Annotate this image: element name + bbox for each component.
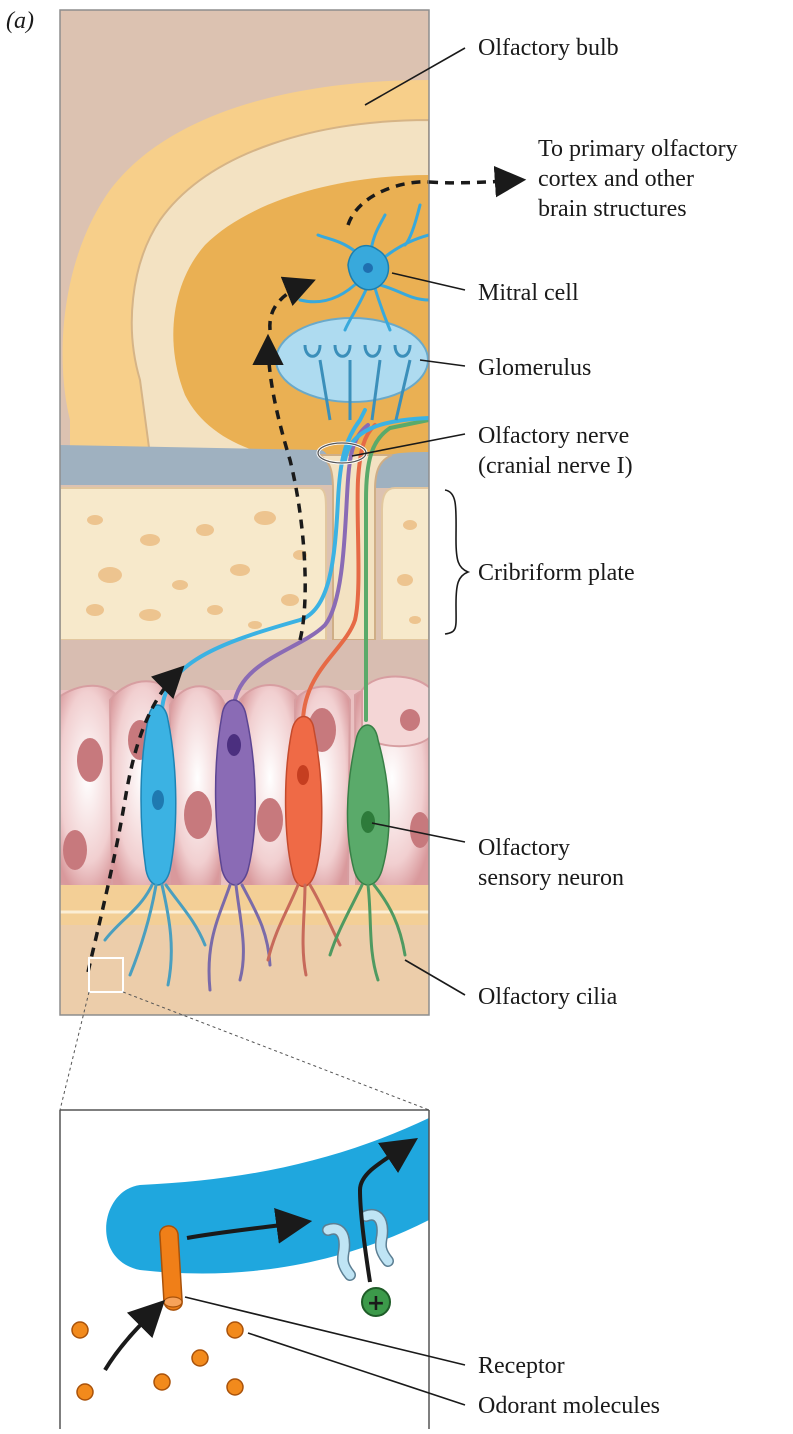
receptor-protein (160, 1226, 182, 1310)
label-odorant-molecules: Odorant molecules (478, 1393, 660, 1419)
label-sensory-neuron-line-2: sensory neuron (478, 865, 624, 891)
label-to-cortex-line-2: cortex and other (538, 166, 694, 192)
label-olfactory-nerve-line-1: Olfactory nerve (478, 423, 629, 449)
to-cortex-arrow (429, 180, 520, 183)
label-to-cortex-line-3: brain structures (538, 196, 687, 222)
label-receptor: Receptor (478, 1353, 565, 1379)
label-glomerulus: Glomerulus (478, 355, 591, 381)
label-to-cortex-line-1: To primary olfactory (538, 136, 738, 162)
label-olfactory-bulb: Olfactory bulb (478, 35, 619, 61)
inset-panel: + (60, 1110, 429, 1429)
panel-label: (a) (6, 8, 34, 34)
label-sensory-neuron-line-1: Olfactory (478, 835, 570, 861)
label-cribriform-plate: Cribriform plate (478, 560, 635, 586)
cation-ion: + (362, 1288, 390, 1316)
ion-symbol: + (367, 1291, 385, 1316)
main-panel (55, 10, 432, 1015)
label-olfactory-nerve-line-2: (cranial nerve I) (478, 453, 633, 479)
label-mitral-cell: Mitral cell (478, 280, 579, 306)
label-olfactory-cilia: Olfactory cilia (478, 984, 618, 1010)
